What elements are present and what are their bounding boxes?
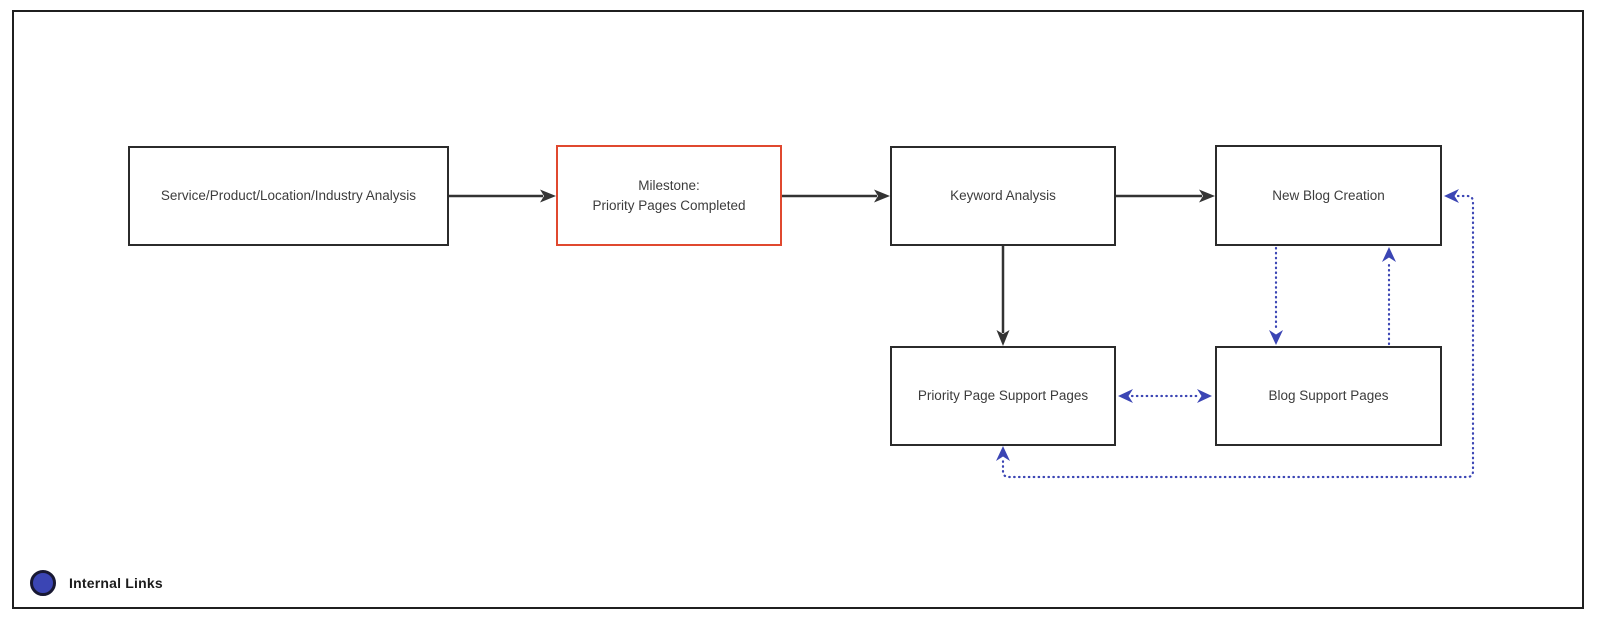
arrowhead-right-icon — [1199, 189, 1215, 203]
node-label: New Blog Creation — [1272, 187, 1385, 203]
node-service-product-location-industry-analysis[interactable]: Service/Product/Location/Industry Analys… — [128, 146, 449, 246]
edge-keyword-to-newblog[interactable] — [1116, 189, 1215, 203]
edge-analysis-to-milestone[interactable] — [449, 189, 556, 203]
node-milestone-priority-pages-completed[interactable]: Milestone: Priority Pages Completed — [556, 145, 782, 246]
node-label: Blog Support Pages — [1268, 388, 1389, 403]
arrowhead-down-icon — [996, 330, 1010, 346]
node-priority-page-support-pages[interactable]: Priority Page Support Pages — [890, 346, 1116, 446]
arrowhead-right-icon — [1197, 389, 1212, 403]
edge-milestone-to-keyword[interactable] — [782, 189, 890, 203]
arrowhead-up-icon — [996, 446, 1010, 461]
internal-links-legend-circle-icon — [30, 570, 56, 596]
legend-label: Internal Links — [69, 575, 163, 591]
edge-prioritysupport-blogsupport-bidirectional[interactable] — [1118, 389, 1212, 403]
arrowhead-right-icon — [540, 189, 556, 203]
arrowhead-left-icon — [1444, 189, 1459, 203]
arrowhead-right-icon — [874, 189, 890, 203]
node-label: Milestone: Priority Pages Completed — [592, 177, 746, 213]
diagram-canvas-frame — [12, 10, 1584, 609]
edge-dotted-path — [1001, 194, 1475, 479]
node-label: Keyword Analysis — [950, 188, 1056, 203]
node-label: Priority Page Support Pages — [917, 388, 1089, 403]
edge-newblog-to-blogsupport[interactable] — [1269, 246, 1283, 345]
arrowhead-up-icon — [1382, 247, 1396, 262]
legend: Internal Links — [30, 570, 163, 596]
edge-prioritysupport-newblog-loop-bidirectional[interactable] — [996, 189, 1475, 479]
node-blog-support-pages[interactable]: Blog Support Pages — [1215, 346, 1442, 446]
arrowhead-left-icon — [1118, 389, 1133, 403]
arrowhead-down-icon — [1269, 330, 1283, 345]
edge-keyword-to-prioritysupport[interactable] — [996, 246, 1010, 346]
node-label: Service/Product/Location/Industry Analys… — [160, 188, 417, 203]
node-new-blog-creation[interactable]: New Blog Creation — [1215, 145, 1442, 246]
node-keyword-analysis[interactable]: Keyword Analysis — [890, 146, 1116, 246]
edge-blogsupport-to-newblog[interactable] — [1382, 247, 1396, 346]
